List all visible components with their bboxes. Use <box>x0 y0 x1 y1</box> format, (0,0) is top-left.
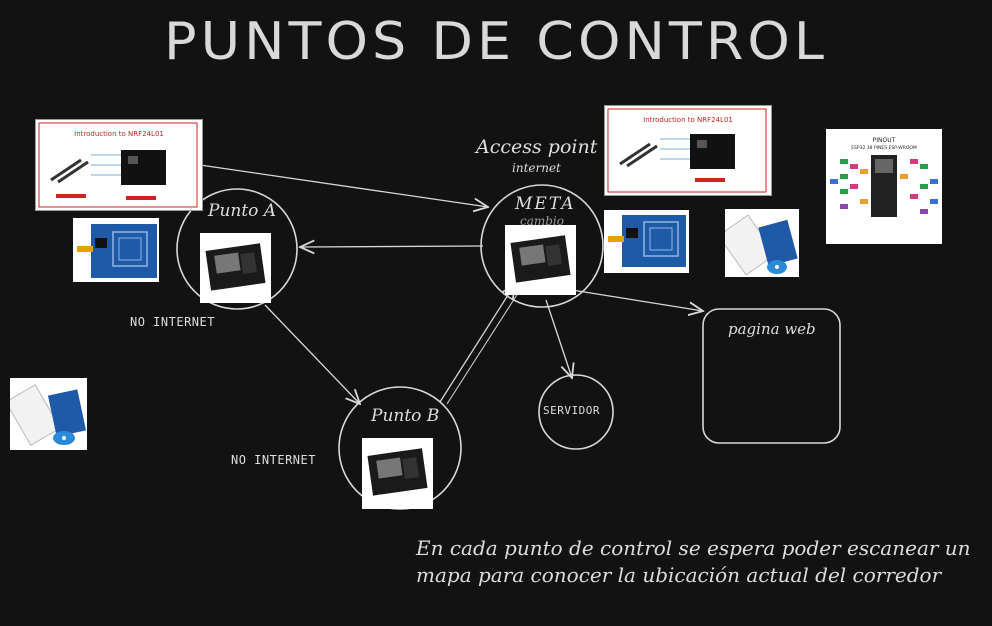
arrow-punto-b-to-meta <box>439 284 515 403</box>
servidor-circle <box>538 374 614 450</box>
meta-label: META <box>515 194 576 214</box>
nrf24l01-image-right: Introduction to NRF24L01 <box>604 105 772 196</box>
meta-sub-label: cambio <box>520 214 564 228</box>
pinout-subtitle: ESP32 38 PINES ESP-WROOM <box>851 145 917 151</box>
esp32-board-punto-b <box>362 438 433 509</box>
no-internet-a-label: NO INTERNET <box>130 315 215 329</box>
arrow-nrf-to-meta <box>199 164 488 207</box>
rfid-kit-image-left <box>10 378 87 450</box>
punto-b-circle <box>338 386 462 510</box>
rfid-module-image-right <box>604 210 689 273</box>
arrow-punto-a-to-punto-b <box>264 304 360 404</box>
internet-label: internet <box>512 161 561 175</box>
nrf24l01-image-left: Introduction to NRF24L01 <box>35 119 203 211</box>
pagina-web-label: pagina web <box>728 320 816 338</box>
description-note: En cada punto de control se espera poder… <box>416 536 971 587</box>
arrow-meta-to-punto-a <box>300 246 484 247</box>
arrow-punto-b-to-meta-2 <box>446 289 521 405</box>
rfid-module-image-left <box>73 218 159 282</box>
esp32-board-punto-a <box>200 233 271 303</box>
punto-a-label: Punto A <box>208 201 277 221</box>
punto-a-circle <box>176 188 298 310</box>
nrf-title-2: Introduction to NRF24L01 <box>643 116 733 124</box>
arrow-meta-to-servidor <box>545 299 572 378</box>
servidor-label: SERVIDOR <box>543 404 600 417</box>
arrow-meta-to-pagina-web <box>571 289 703 311</box>
pagina-web-box <box>702 308 841 444</box>
access-point-label: Access point <box>476 136 598 158</box>
no-internet-b-label: NO INTERNET <box>231 453 316 467</box>
rfid-kit-image-right <box>725 209 799 277</box>
pinout-title: PINOUT <box>873 137 896 144</box>
punto-b-label: Punto B <box>371 406 440 426</box>
esp32-board-meta <box>505 225 576 295</box>
nrf-title-1: Introduction to NRF24L01 <box>74 130 164 138</box>
page-title: PUNTOS DE CONTROL <box>164 11 828 72</box>
esp32-pinout-image: PINOUT ESP32 38 PINES ESP-WROOM <box>826 129 942 244</box>
